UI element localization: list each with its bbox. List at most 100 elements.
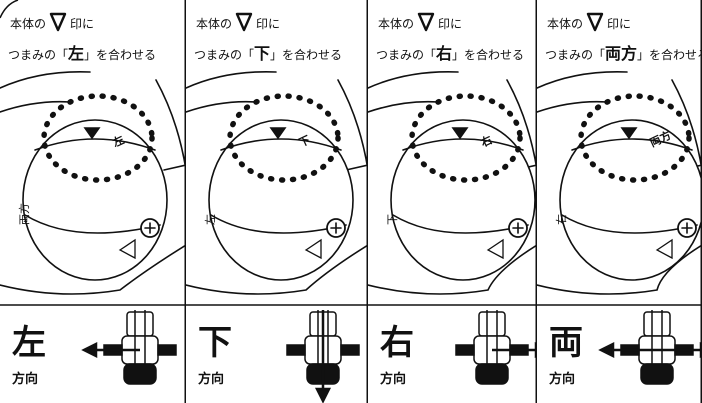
- direction-suffix: 方向: [549, 372, 576, 387]
- direction-word: 左: [12, 323, 46, 363]
- line1-prefix: 本体の: [547, 17, 584, 31]
- line2-suffix: 」を合わせる: [637, 48, 702, 62]
- triangle-mark-icon: [417, 12, 435, 36]
- triangle-mark-icon: [586, 12, 604, 36]
- instruction-line-1: 本体の 印に: [547, 12, 631, 36]
- direction-suffix: 方向: [380, 372, 407, 387]
- side-triangle-icon: [486, 238, 504, 260]
- dial-label: 左: [109, 132, 126, 150]
- housing-curve: [0, 100, 71, 113]
- pointer-mark: [269, 127, 287, 140]
- housing-curve: [337, 79, 368, 171]
- housing-curve: [186, 244, 368, 295]
- housing-curve: [368, 71, 459, 89]
- housing-curve: [155, 79, 186, 171]
- screw-slot: [144, 222, 156, 234]
- line1-suffix: 印に: [607, 17, 632, 31]
- line2-suffix: 」を合わせる: [84, 48, 157, 62]
- panel-3: 本体の印につまみの「右」を合わせる右下右方向: [368, 0, 537, 403]
- panel-1: 本体の印につまみの「左」を合わせる左両方左方向: [0, 0, 186, 403]
- knob-label: 左: [68, 44, 85, 63]
- knob-rim: [34, 138, 156, 151]
- highlight-circle: [227, 93, 341, 183]
- valve-icon: [286, 310, 360, 385]
- dial-label: 右: [477, 132, 494, 150]
- side-triangle-icon: [655, 238, 673, 260]
- dial-label: 下: [297, 133, 312, 149]
- knob-rim: [220, 138, 342, 151]
- direction-arrow-both: [598, 341, 702, 359]
- knob-body: [22, 119, 168, 281]
- housing-curve: [186, 71, 277, 89]
- side-label: 右: [554, 214, 568, 225]
- line1-prefix: 本体の: [378, 17, 415, 31]
- screw-slot: [330, 222, 342, 234]
- instruction-line-1: 本体の 印に: [10, 12, 94, 36]
- side-triangle-icon: [304, 238, 322, 260]
- line1-suffix: 印に: [438, 17, 463, 31]
- direction-word: 下: [198, 323, 232, 363]
- line2-prefix: つまみの「: [376, 48, 437, 62]
- instruction-line-2: つまみの「両方」を合わせる: [545, 45, 702, 64]
- direction-suffix: 方向: [198, 372, 225, 387]
- knob-body: [559, 119, 702, 281]
- knob-illustration: 両方右: [537, 0, 702, 403]
- direction-arrow-left: [81, 341, 140, 359]
- knob-illustration: 左両方: [0, 0, 186, 403]
- housing-curve: [671, 79, 702, 171]
- line1-suffix: 印に: [256, 17, 281, 31]
- side-label: 左: [204, 214, 217, 225]
- highlight-circle: [41, 93, 155, 183]
- line2-suffix: 」を合わせる: [452, 48, 525, 62]
- side-label: 両方: [17, 203, 31, 225]
- direction-word: 右: [380, 323, 414, 363]
- screw-slot: [512, 222, 524, 234]
- line2-suffix: 」を合わせる: [270, 48, 343, 62]
- instruction-line-2: つまみの「左」を合わせる: [8, 45, 156, 64]
- side-label: 下: [386, 214, 399, 225]
- knob-rim: [571, 138, 693, 151]
- line2-prefix: つまみの「: [545, 48, 606, 62]
- direction-word: 両: [549, 323, 583, 363]
- knob-label: 両方: [605, 44, 638, 63]
- direction-arrow-right: [492, 341, 537, 359]
- line1-suffix: 印に: [70, 17, 95, 31]
- screw-slot: [681, 222, 693, 234]
- instruction-line-2: つまみの「下」を合わせる: [194, 45, 342, 64]
- corner-stroke: [0, 0, 19, 19]
- instruction-line-1: 本体の 印に: [196, 12, 280, 36]
- valve-icon: [455, 310, 529, 385]
- highlight-circle: [578, 93, 692, 183]
- line2-prefix: つまみの「: [194, 48, 255, 62]
- housing-curve: [368, 244, 537, 295]
- housing-curve: [537, 100, 608, 113]
- panel-2: 本体の印につまみの「下」を合わせる下左下方向: [186, 0, 368, 403]
- knob-rim: [402, 138, 524, 151]
- housing-curve: [537, 71, 628, 89]
- knob-body: [390, 119, 536, 281]
- knob-illustration: 下左: [186, 0, 368, 403]
- panel-4: 本体の 印につまみの「両方」を合わせる両方右両方向: [537, 0, 702, 403]
- line2-prefix: つまみの「: [8, 48, 69, 62]
- instruction-line-2: つまみの「右」を合わせる: [376, 45, 524, 64]
- knob-label: 下: [254, 44, 271, 63]
- housing-curve: [186, 100, 257, 113]
- housing-line: [163, 164, 186, 171]
- triangle-mark-icon: [235, 12, 253, 36]
- triangle-mark-icon: [49, 12, 67, 36]
- knob-body: [208, 119, 354, 281]
- direction-suffix: 方向: [12, 372, 39, 387]
- knob-illustration: 右下: [368, 0, 537, 403]
- pointer-mark: [620, 127, 638, 140]
- housing-curve: [0, 244, 186, 295]
- housing-curve: [506, 79, 537, 171]
- line1-prefix: 本体の: [196, 17, 233, 31]
- side-triangle-icon: [118, 238, 136, 260]
- line1-prefix: 本体の: [10, 17, 47, 31]
- highlight-circle: [409, 93, 523, 183]
- housing-curve: [368, 100, 439, 113]
- pointer-mark: [83, 127, 101, 140]
- direction-arrow-down: [314, 310, 332, 403]
